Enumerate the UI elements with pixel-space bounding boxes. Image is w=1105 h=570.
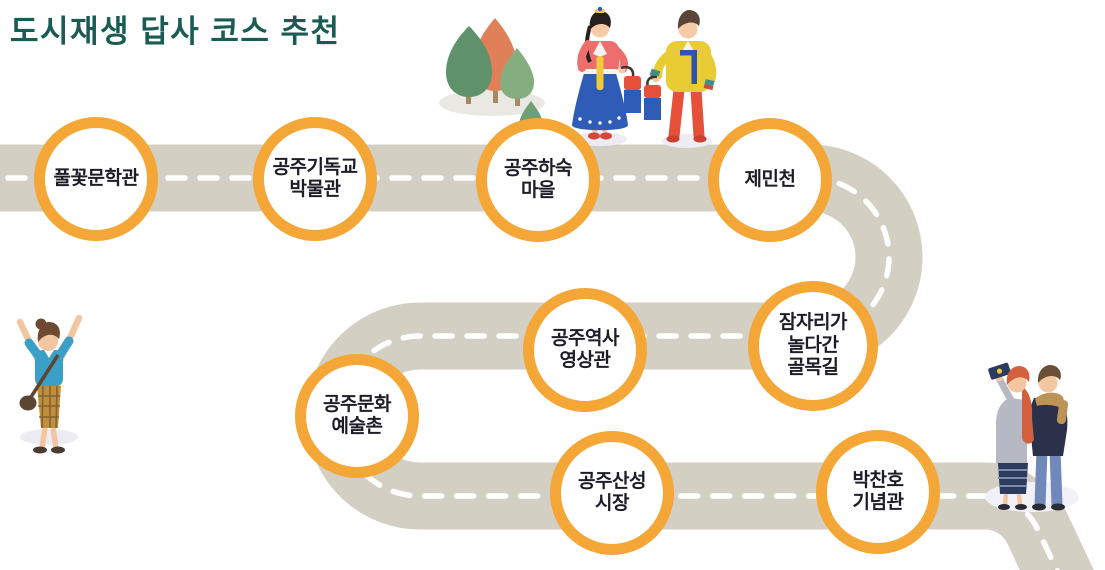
- course-stop-1: 풀꽃문학관: [34, 117, 158, 241]
- hanbok-woman-icon: [572, 6, 641, 146]
- course-stop-4: 제민천: [708, 118, 832, 242]
- page-title: 도시재생 답사 코스 추천: [10, 14, 341, 49]
- course-stop-5: 공주역사 영상관: [523, 288, 647, 412]
- selfie-couple-icon: [985, 362, 1079, 512]
- hanbok-man-icon: [644, 10, 717, 148]
- course-stop-2: 공주기독교 박물관: [253, 117, 377, 241]
- cheering-woman-icon: [16, 314, 83, 454]
- road-path: [0, 144, 1094, 570]
- course-stop-9: 박찬호 기념관: [816, 430, 940, 554]
- course-stop-7: 공주문화 예술촌: [295, 354, 419, 478]
- course-stop-6: 잠자리가 놀다간 골목길: [748, 281, 878, 411]
- road-centerline-dashes: [0, 175, 1060, 570]
- course-stop-8: 공주산성 시장: [550, 431, 674, 555]
- trees-icon: [439, 18, 545, 116]
- course-stop-3: 공주하숙 마을: [476, 118, 600, 242]
